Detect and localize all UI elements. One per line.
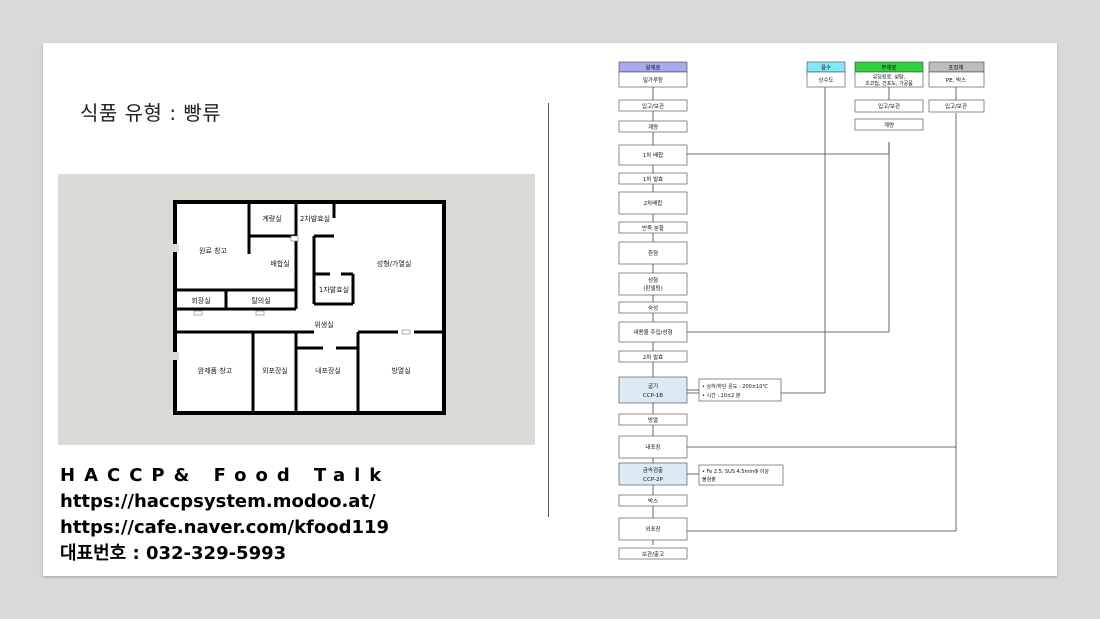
step-pack-receive: 입고/보관 [945, 102, 967, 110]
note-metal-2: 불검출 [702, 476, 716, 483]
header-water-label: 용수 [821, 65, 831, 72]
contact-block: HACCP& Food Talk https://haccpsystem.mod… [60, 463, 390, 567]
room-sanitation: 위생실 [314, 320, 333, 329]
room-outer-packing: 외포장실 [262, 366, 288, 375]
step-sub-weigh: 계량 [884, 121, 894, 129]
room-locker: 탈의실 [251, 296, 270, 305]
divider [548, 103, 549, 517]
room-mixing: 배합실 [270, 259, 289, 268]
step-ferm1: 1차 발효 [643, 175, 663, 183]
room-product-storage: 완제품 창고 [198, 367, 233, 375]
bake-note-box [698, 378, 782, 402]
step-ferm2: 2차 발효 [643, 353, 663, 361]
metal-note-box [698, 464, 784, 486]
step-shape-2: (판넬링) [643, 284, 662, 292]
flow-connectors [652, 87, 957, 545]
room-inner-packing: 내포장실 [315, 366, 341, 375]
phone-number: 대표번호 : 032-329-5993 [60, 543, 287, 564]
ccp-metal-box [618, 462, 688, 486]
step-inner-pack: 내포장 [645, 443, 660, 451]
subtitle-main: 밀가루등 [643, 76, 663, 84]
subtitle-packaging: PE, 박스 [946, 76, 966, 84]
step-dough-div: 반죽 분할 [642, 224, 664, 232]
flowchart-drawing: 원재료 밀가루등 용수 상수도 부재료 유당원료, 설탕, 초코칩, 건포도, … [618, 61, 985, 560]
step-shape-1: 성형 [648, 276, 658, 284]
step-store: 보관/출고 [642, 550, 664, 558]
room-ferment1: 1차발효실 [319, 285, 349, 294]
note-bake-2: • 시간 : 10±2 분 [702, 392, 741, 399]
room-weighing: 계량실 [262, 214, 281, 223]
site-link-2[interactable]: https://cafe.naver.com/kfood119 [60, 517, 390, 538]
step-bake-1: 굽기 [648, 382, 658, 390]
room-cooling: 방열실 [391, 366, 410, 375]
site-link-1[interactable]: https://haccpsystem.modoo.at/ [60, 491, 376, 512]
step-outer-pack: 외포장 [645, 526, 660, 533]
process-flowchart: 원재료 밀가루등 용수 상수도 부재료 유당원료, 설탕, 초코칩, 건포도, … [603, 55, 1043, 569]
step-mix2: 2차배합 [644, 199, 663, 207]
subtitle-water: 상수도 [818, 76, 833, 84]
page-title: 식품 유형 : 빵류 [80, 101, 222, 125]
ccp-bake-box [618, 376, 688, 404]
step-mix1: 1차 배합 [643, 151, 663, 159]
step-receive: 입고/보관 [642, 102, 664, 110]
step-weigh: 계량 [648, 123, 658, 131]
step-box: 박스 [648, 497, 658, 505]
slide: 식품 유형 : 빵류 [43, 43, 1057, 576]
step-metal-1: 금속검출 [643, 466, 663, 474]
room-raw-storage: 원료 창고 [199, 246, 228, 255]
header-packaging-label: 포장재 [948, 64, 963, 72]
step-ferm-mid: 숙성 [648, 304, 658, 312]
step-bake-2: CCP-1B [643, 393, 663, 399]
floor-plan-drawing: 계량실 2차발효실 원료 창고 배합실 성형/가열실 1차발효실 회장실 탈의실… [171, 200, 446, 415]
room-shaping-baking: 성형/가열실 [377, 259, 412, 268]
step-cool: 방열 [648, 416, 658, 424]
room-ferment2: 2차발효실 [300, 214, 330, 223]
floor-plan: 계량실 2차발효실 원료 창고 배합실 성형/가열실 1차발효실 회장실 탈의실… [58, 174, 535, 445]
step-round: 환형 [648, 249, 658, 257]
subtitle-sub-1: 유당원료, 설탕, [873, 74, 906, 81]
brand-name: HACCP& Food Talk [60, 465, 391, 486]
step-sub-receive: 입고/보관 [878, 102, 900, 110]
note-metal-1: • Fe 2.5, SUS 4.5mmΦ 이상 [702, 468, 769, 475]
room-meeting: 회장실 [191, 296, 210, 305]
subtitle-sub-2: 초코칩, 건포도, 가공품 [865, 80, 913, 87]
header-main-label: 원재료 [645, 64, 660, 72]
header-sub-label: 부재료 [881, 64, 896, 72]
step-metal-2: CCP-2P [643, 477, 663, 483]
step-topping: 내용물 주입/성형 [633, 328, 672, 336]
note-bake-1: • 상하/하단 온도 : 200±10℃ [702, 383, 768, 390]
